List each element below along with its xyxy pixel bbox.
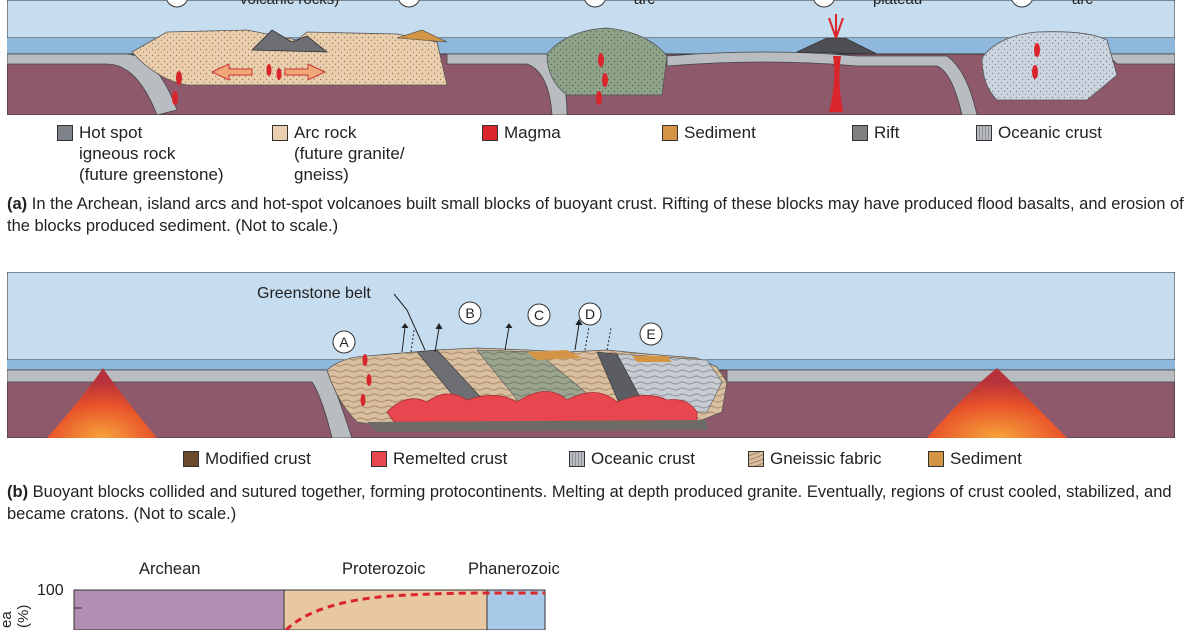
swatch-hot-spot bbox=[57, 125, 73, 141]
swatch-sediment-b bbox=[928, 451, 944, 467]
legend-hot-spot-line2: igneous rock bbox=[79, 144, 176, 163]
panel-c-graph bbox=[73, 589, 546, 630]
legend-sediment-a-label: Sediment bbox=[684, 123, 756, 142]
swatch-remelted-crust bbox=[371, 451, 387, 467]
caption-a: (a) In the Archean, island arcs and hot-… bbox=[7, 193, 1187, 237]
legend-hot-spot-line1: Hot spot bbox=[79, 123, 143, 142]
marker-b-e: E bbox=[646, 326, 655, 342]
marker-b-b: B bbox=[465, 305, 474, 321]
swatch-magma bbox=[482, 125, 498, 141]
era-phanerozoic: Phanerozoic bbox=[468, 560, 560, 578]
legend-oceanic-crust-a-label: Oceanic crust bbox=[998, 123, 1102, 142]
legend-remelted-crust-label: Remelted crust bbox=[393, 449, 508, 468]
caption-b-text: Buoyant blocks collided and sutured toge… bbox=[7, 483, 1172, 523]
label-arc-c: arc bbox=[634, 0, 655, 8]
y-axis-label: ea (%) bbox=[0, 562, 32, 628]
swatch-oceanic-crust-b bbox=[569, 451, 585, 467]
swatch-gneissic-fabric bbox=[748, 451, 764, 467]
caption-b-tag: (b) bbox=[7, 483, 29, 501]
legend-rift-label: Rift bbox=[874, 123, 900, 142]
legend-modified-crust-label: Modified crust bbox=[205, 449, 311, 468]
legend-gneissic-fabric-label: Gneissic fabric bbox=[770, 449, 882, 468]
y-axis-label-text: ea (%) bbox=[0, 604, 32, 628]
legend-sediment-b-label: Sediment bbox=[950, 449, 1022, 468]
era-archean: Archean bbox=[139, 560, 201, 578]
swatch-oceanic-crust-a bbox=[976, 125, 992, 141]
marker-b-c: C bbox=[534, 307, 544, 323]
label-greenstone-belt: Greenstone belt bbox=[257, 285, 371, 302]
swatch-modified-crust bbox=[183, 451, 199, 467]
swatch-arc-rock bbox=[272, 125, 288, 141]
label-plateau: plateau bbox=[873, 0, 922, 8]
rift-arrows bbox=[210, 63, 327, 81]
legend-magma-label: Magma bbox=[504, 123, 561, 142]
y-tick-100: 100 bbox=[37, 582, 64, 599]
caption-a-text: In the Archean, island arcs and hot-spot… bbox=[7, 195, 1184, 235]
era-proterozoic: Proterozoic bbox=[342, 560, 426, 578]
swatch-rift bbox=[852, 125, 868, 141]
caption-b: (b) Buoyant blocks collided and sutured … bbox=[7, 481, 1187, 525]
swatch-sediment-a bbox=[662, 125, 678, 141]
panel-b-diagram: A B C D E Greenstone belt bbox=[7, 272, 1175, 438]
legend-hot-spot-line3: (future greenstone) bbox=[79, 165, 224, 184]
marker-b-d: D bbox=[585, 306, 595, 322]
marker-b-a: A bbox=[339, 334, 349, 350]
legend-arc-rock-line3: gneiss) bbox=[294, 165, 349, 184]
caption-a-tag: (a) bbox=[7, 195, 28, 213]
legend-oceanic-crust-b-label: Oceanic crust bbox=[591, 449, 695, 468]
label-volcanic-rocks: volcanic rocks) bbox=[240, 0, 339, 8]
legend-arc-rock-line1: Arc rock bbox=[294, 123, 357, 142]
label-arc-e: arc bbox=[1072, 0, 1093, 8]
panel-a-diagram: volcanic rocks) arc plateau arc bbox=[7, 0, 1175, 115]
legend-arc-rock-line2: (future granite/ bbox=[294, 144, 405, 163]
